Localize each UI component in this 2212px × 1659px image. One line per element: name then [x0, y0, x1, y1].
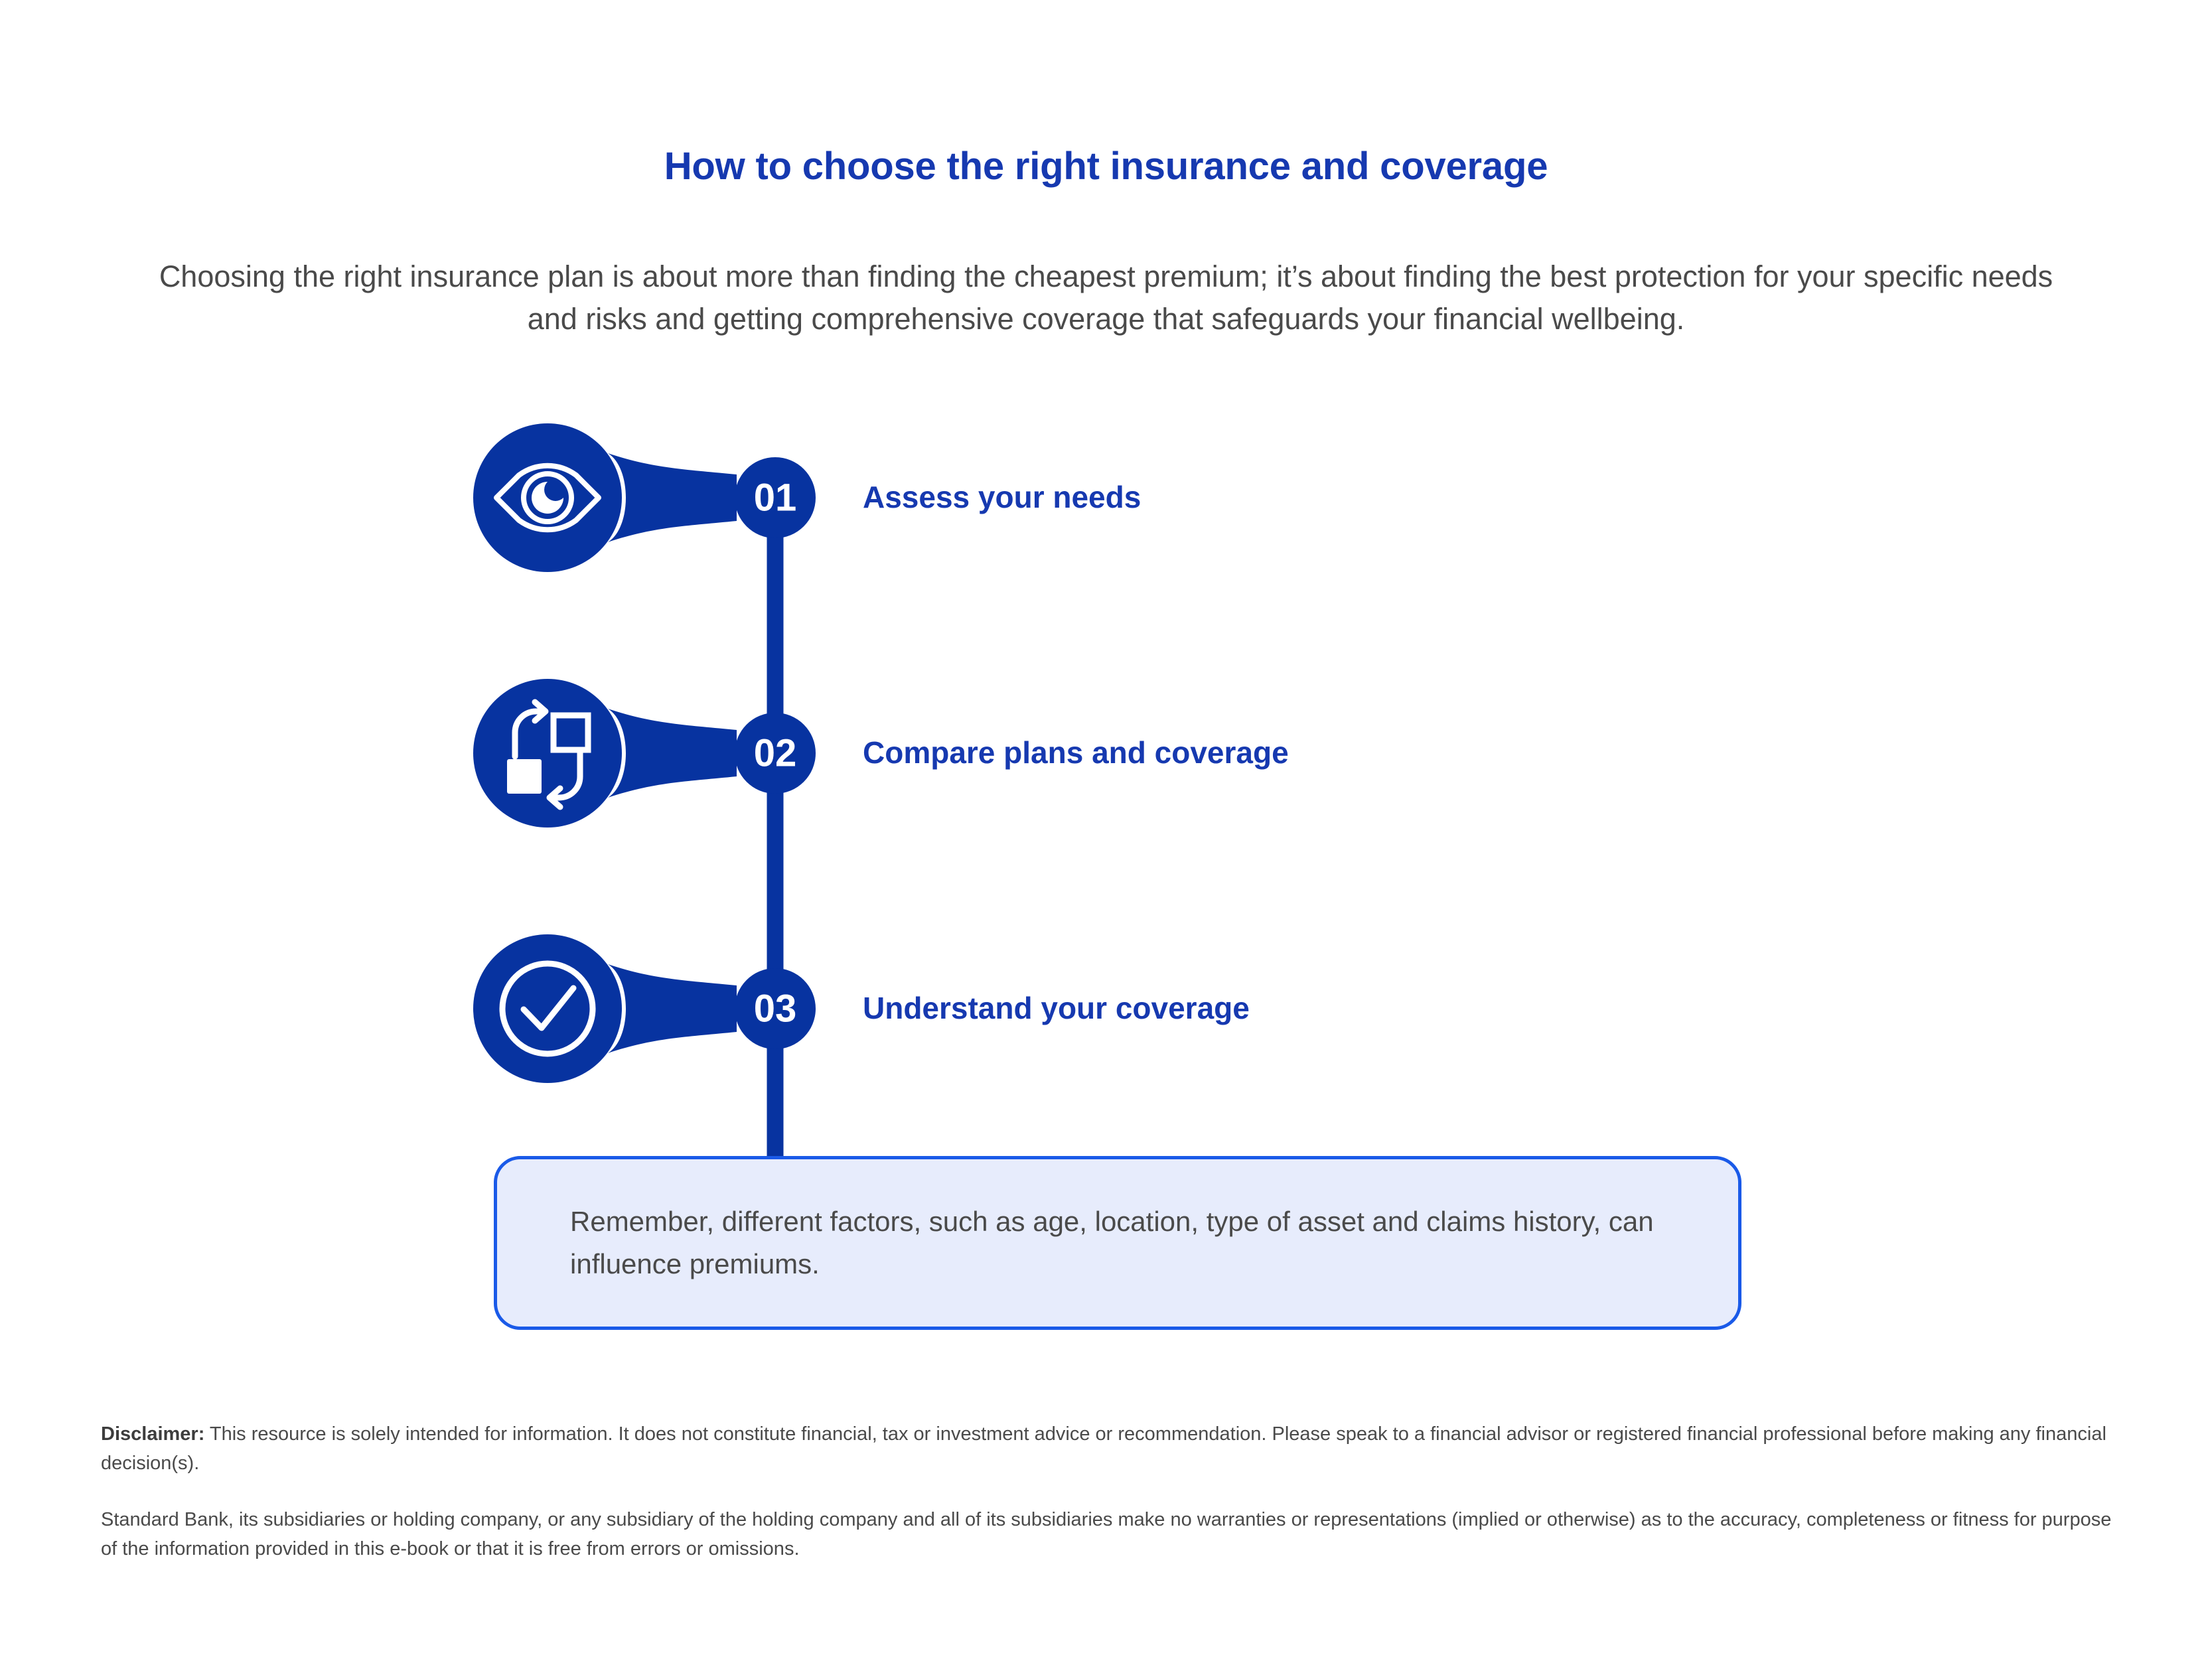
callout-text: Remember, different factors, such as age… [570, 1206, 1654, 1279]
step-node-3: 03 [473, 934, 816, 1083]
disclaimer-paragraph-1: Disclaimer: This resource is solely inte… [101, 1420, 2112, 1478]
disclaimer: Disclaimer: This resource is solely inte… [101, 1420, 2112, 1563]
step-node-2: 02 [473, 679, 816, 828]
check-circle-icon [499, 960, 596, 1057]
page-subtitle: Choosing the right insurance plan is abo… [159, 259, 2053, 336]
header: How to choose the right insurance and co… [0, 145, 2212, 336]
callout-box: Remember, different factors, such as age… [494, 1156, 1741, 1330]
step-label-1: Assess your needs [863, 480, 1142, 514]
compare-swap-icon [507, 699, 591, 810]
disclaimer-label: Disclaimer: [101, 1423, 205, 1445]
step-label-3: Understand your coverage [863, 991, 1250, 1025]
eye-icon [494, 463, 601, 533]
timeline-spine [767, 498, 784, 1188]
page-title: How to choose the right insurance and co… [664, 145, 1548, 188]
step-number-3: 03 [754, 987, 797, 1031]
disclaimer-body-1: This resource is solely intended for inf… [101, 1423, 2106, 1474]
step-number-1: 01 [754, 476, 797, 520]
step-node-1: 01 [473, 423, 816, 572]
step-number-2: 02 [754, 732, 797, 775]
disclaimer-paragraph-2: Standard Bank, its subsidiaries or holdi… [101, 1509, 2112, 1559]
eye-pupil-icon [532, 482, 563, 514]
step-label-2: Compare plans and coverage [863, 735, 1289, 770]
